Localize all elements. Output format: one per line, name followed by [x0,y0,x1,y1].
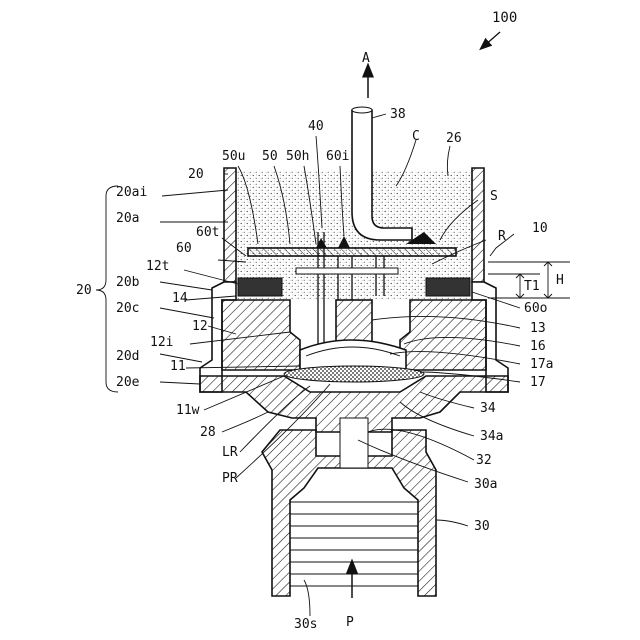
pad-60t [238,278,282,296]
label-40: 40 [308,119,324,134]
block-13 [336,300,372,344]
label-20a: 20a [116,211,139,226]
label-s: S [490,189,498,204]
label-16: 16 [530,339,546,354]
label-38: 38 [390,107,406,122]
diaphragm-34 [284,366,424,382]
label-26: 26 [446,131,462,146]
label-60: 60 [176,241,192,256]
label-30: 30 [474,519,490,534]
label-32: 32 [476,453,492,468]
circuit-board-60 [248,248,456,256]
label-20c: 20c [116,301,139,316]
label-pr: PR [222,471,238,486]
fitting-30 [262,418,436,596]
label-34: 34 [480,401,496,416]
ref-arrow-100 [484,32,500,46]
label-60o: 60o [524,301,547,316]
label-lr: LR [222,445,238,460]
label-r: R [498,229,506,244]
label-17a: 17a [530,357,553,372]
label-arrow-p: P [346,615,354,630]
label-28: 28 [200,425,216,440]
label-t1: T1 [524,279,540,294]
label-60i: 60i [326,149,349,164]
pad-60o [426,278,470,296]
label-20b: 20b [116,275,140,290]
label-20d: 20d [116,349,139,364]
label-34a: 34a [480,429,503,444]
label-20-left: 20 [76,283,92,298]
label-50: 50 [262,149,278,164]
label-h: H [556,273,564,288]
label-arrow-a: A [362,51,370,66]
label-c: C [412,129,420,144]
label-11w: 11w [176,403,200,418]
label-12i: 12i [150,335,173,350]
label-20-top: 20 [188,167,204,182]
label-14: 14 [172,291,188,306]
label-12t: 12t [146,259,169,274]
label-13: 13 [530,321,546,336]
label-100: 100 [492,10,517,26]
label-10: 10 [532,221,548,236]
label-11: 11 [170,359,186,374]
label-50h: 50h [286,149,309,164]
label-20ai: 20ai [116,185,147,200]
label-17: 17 [530,375,546,390]
label-50u: 50u [222,149,245,164]
label-30a: 30a [474,477,497,492]
label-60t: 60t [196,225,219,240]
thread-30s [290,502,418,586]
brace-20 [96,186,118,392]
label-20e: 20e [116,375,140,390]
label-30s: 30s [294,617,317,632]
label-12: 12 [192,319,208,334]
